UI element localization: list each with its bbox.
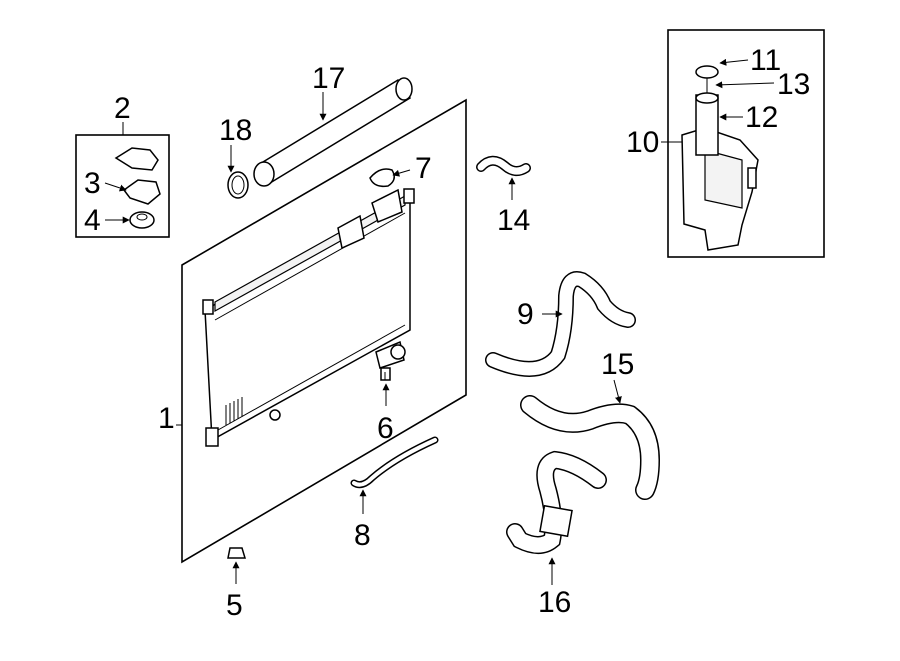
callout-16: 16 bbox=[538, 586, 571, 619]
radiator-fins bbox=[225, 397, 243, 425]
bracket-lower bbox=[122, 179, 161, 205]
overflow-line bbox=[350, 436, 439, 489]
callout-4: 4 bbox=[84, 204, 101, 237]
callout-labels: 1 2 3 4 5 6 7 8 9 10 11 12 13 14 15 16 1… bbox=[84, 44, 810, 622]
callout-13: 13 bbox=[777, 68, 810, 101]
small-hose bbox=[476, 155, 531, 176]
callout-6: 6 bbox=[377, 412, 394, 445]
callout-11: 11 bbox=[750, 44, 781, 77]
reservoir-cap bbox=[695, 65, 719, 79]
callout-14: 14 bbox=[497, 204, 530, 237]
hose-9 bbox=[485, 271, 636, 377]
callout-18: 18 bbox=[219, 114, 252, 147]
reservoir-seal bbox=[695, 92, 719, 104]
radiator-panel bbox=[176, 98, 467, 564]
reservoir-box bbox=[667, 29, 825, 258]
o-ring bbox=[227, 171, 249, 199]
callout-17: 17 bbox=[312, 62, 345, 95]
callout-15: 15 bbox=[601, 348, 634, 381]
hose-15 bbox=[520, 395, 661, 500]
radiator-core bbox=[202, 188, 415, 447]
callout-1: 1 bbox=[158, 402, 175, 435]
radiator-cap bbox=[369, 168, 395, 188]
hose-16 bbox=[506, 450, 607, 554]
callout-3: 3 bbox=[84, 167, 101, 200]
callout-12: 12 bbox=[745, 101, 778, 134]
reservoir-neck bbox=[695, 94, 719, 156]
grommet bbox=[227, 547, 247, 559]
bracket-upper bbox=[114, 147, 159, 171]
callout-8: 8 bbox=[354, 519, 371, 552]
callout-5: 5 bbox=[226, 589, 243, 622]
callout-2: 2 bbox=[114, 92, 131, 125]
callout-7: 7 bbox=[415, 152, 432, 185]
drain-plug bbox=[380, 367, 391, 381]
callout-9: 9 bbox=[517, 298, 534, 331]
bracket-kit-box bbox=[75, 122, 170, 238]
leader-arrows bbox=[104, 58, 775, 585]
callout-10: 10 bbox=[626, 126, 659, 159]
upper-pipe bbox=[253, 77, 413, 187]
